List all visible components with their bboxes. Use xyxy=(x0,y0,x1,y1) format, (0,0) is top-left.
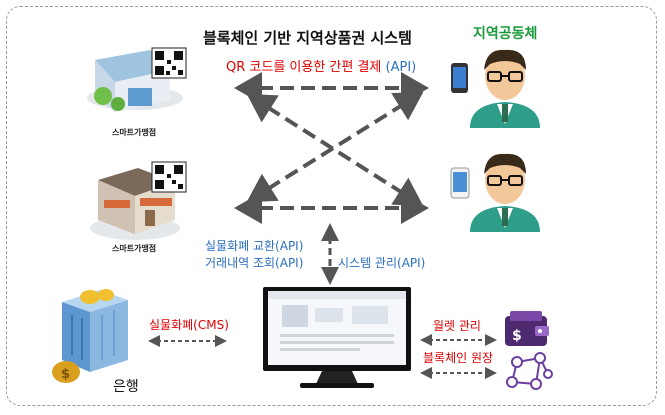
cms-label: 실물화폐(CMS) xyxy=(149,318,229,332)
exchange-label: 실물화폐 교환(API) xyxy=(205,239,304,253)
smartphone-icon xyxy=(451,63,468,93)
qr-code-icon xyxy=(155,51,183,75)
wallet-icon: $ xyxy=(505,311,549,346)
svg-text:$: $ xyxy=(512,328,522,344)
diagram-frame xyxy=(6,6,657,406)
monitor-icon xyxy=(263,287,411,388)
qr-payment-api: (API) xyxy=(385,60,417,75)
ledger-label: 블록체인 원장 xyxy=(423,351,494,365)
smartphone-icon xyxy=(450,167,470,199)
store-2-label: 스마트가맹점 xyxy=(112,244,157,253)
store-2 xyxy=(90,161,187,240)
store-1 xyxy=(87,47,187,112)
community-label: 지역공동체 xyxy=(473,26,538,42)
wallet-label: 월렛 관리 xyxy=(433,319,481,333)
system-mgmt-label: 시스템 관리(API) xyxy=(338,256,426,270)
bank-icon: $ xyxy=(52,289,128,383)
user-1-avatar xyxy=(470,49,540,128)
qr-code-icon xyxy=(155,165,183,189)
bank-label: 은행 xyxy=(113,379,139,395)
qr-payment-text: QR 코드를 이용한 간편 결제 xyxy=(226,60,382,75)
qr-payment-label: QR 코드를 이용한 간편 결제 (API) xyxy=(226,61,416,74)
diagram-title: 블록체인 기반 지역상품권 시스템 xyxy=(203,29,412,47)
arrow-store2-user1 xyxy=(246,91,424,203)
history-label: 거래내역 조회(API) xyxy=(205,256,304,270)
svg-text:$: $ xyxy=(61,367,70,382)
store-1-label: 스마트가맹점 xyxy=(112,128,157,137)
blockchain-network-icon xyxy=(506,352,553,390)
user-2-avatar xyxy=(470,153,540,232)
